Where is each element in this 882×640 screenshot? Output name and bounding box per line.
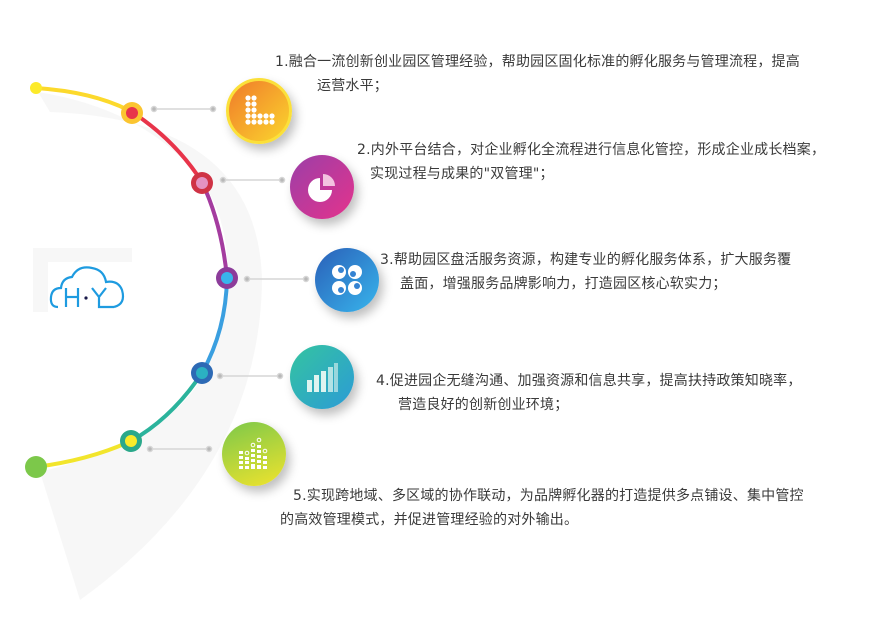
- icon-circle-4: [290, 345, 354, 409]
- item-5-line1: 5.实现跨地域、多区域的协作联动，为品牌孵化器的打造提供多点铺设、集中管控: [293, 488, 804, 504]
- pie-chart-icon: [308, 174, 335, 202]
- item-5-line2: 的高效管理模式，并促进管理经验的对外输出。: [280, 512, 579, 528]
- node-5: [120, 430, 142, 452]
- icon-circle-3: [315, 248, 379, 312]
- item-3-line2: 盖面，增强服务品牌影响力，打造园区核心软实力；: [400, 276, 727, 292]
- arc-start-dot: [30, 82, 42, 94]
- node-3: [216, 267, 238, 289]
- signal-bars-icon: [307, 363, 338, 392]
- arc-end-dot: [25, 456, 47, 478]
- item-2-line1: 2.内外平台结合，对企业孵化全流程进行信息化管控，形成企业成长档案，: [357, 142, 826, 158]
- cloud-logo-icon: [49, 266, 125, 309]
- node-2: [191, 172, 213, 194]
- icon-circle-1: [226, 78, 292, 144]
- node-1: [121, 102, 143, 124]
- item-2-line2: 实现过程与成果的"双管理"；: [370, 166, 554, 182]
- item-4-line1: 4.促进园企无缝沟通、加强资源和信息共享，提高扶持政策知晓率，: [376, 373, 802, 389]
- item-text-4: 4.促进园企无缝沟通、加强资源和信息共享，提高扶持政策知晓率， 营造良好的创新创…: [376, 369, 802, 417]
- grid-stairs-icon: [245, 95, 275, 125]
- icon-circle-5: [222, 422, 286, 486]
- icon-circle-2: [290, 155, 354, 219]
- equalizer-icon: [239, 437, 268, 469]
- logo: [48, 262, 132, 312]
- item-1-line2: 运营水平；: [317, 78, 388, 94]
- item-4-line2: 营造良好的创新创业环境；: [398, 397, 569, 413]
- item-text-3: 3.帮助园区盘活服务资源，构建专业的孵化服务体系，扩大服务覆 盖面，增强服务品牌…: [380, 248, 791, 296]
- node-4: [191, 362, 213, 384]
- four-circles-icon: [332, 265, 362, 295]
- item-3-line1: 3.帮助园区盘活服务资源，构建专业的孵化服务体系，扩大服务覆: [380, 252, 792, 268]
- connectors: [146, 105, 310, 453]
- item-text-2: 2.内外平台结合，对企业孵化全流程进行信息化管控，形成企业成长档案， 实现过程与…: [357, 138, 825, 186]
- item-text-1: 1.融合一流创新创业园区管理经验，帮助园区固化标准的孵化服务与管理流程，提高 运…: [275, 50, 800, 98]
- item-text-5: 5.实现跨地域、多区域的协作联动，为品牌孵化器的打造提供多点铺设、集中管控 的高…: [280, 484, 804, 532]
- item-1-line1: 1.融合一流创新创业园区管理经验，帮助园区固化标准的孵化服务与管理流程，提高: [275, 54, 800, 70]
